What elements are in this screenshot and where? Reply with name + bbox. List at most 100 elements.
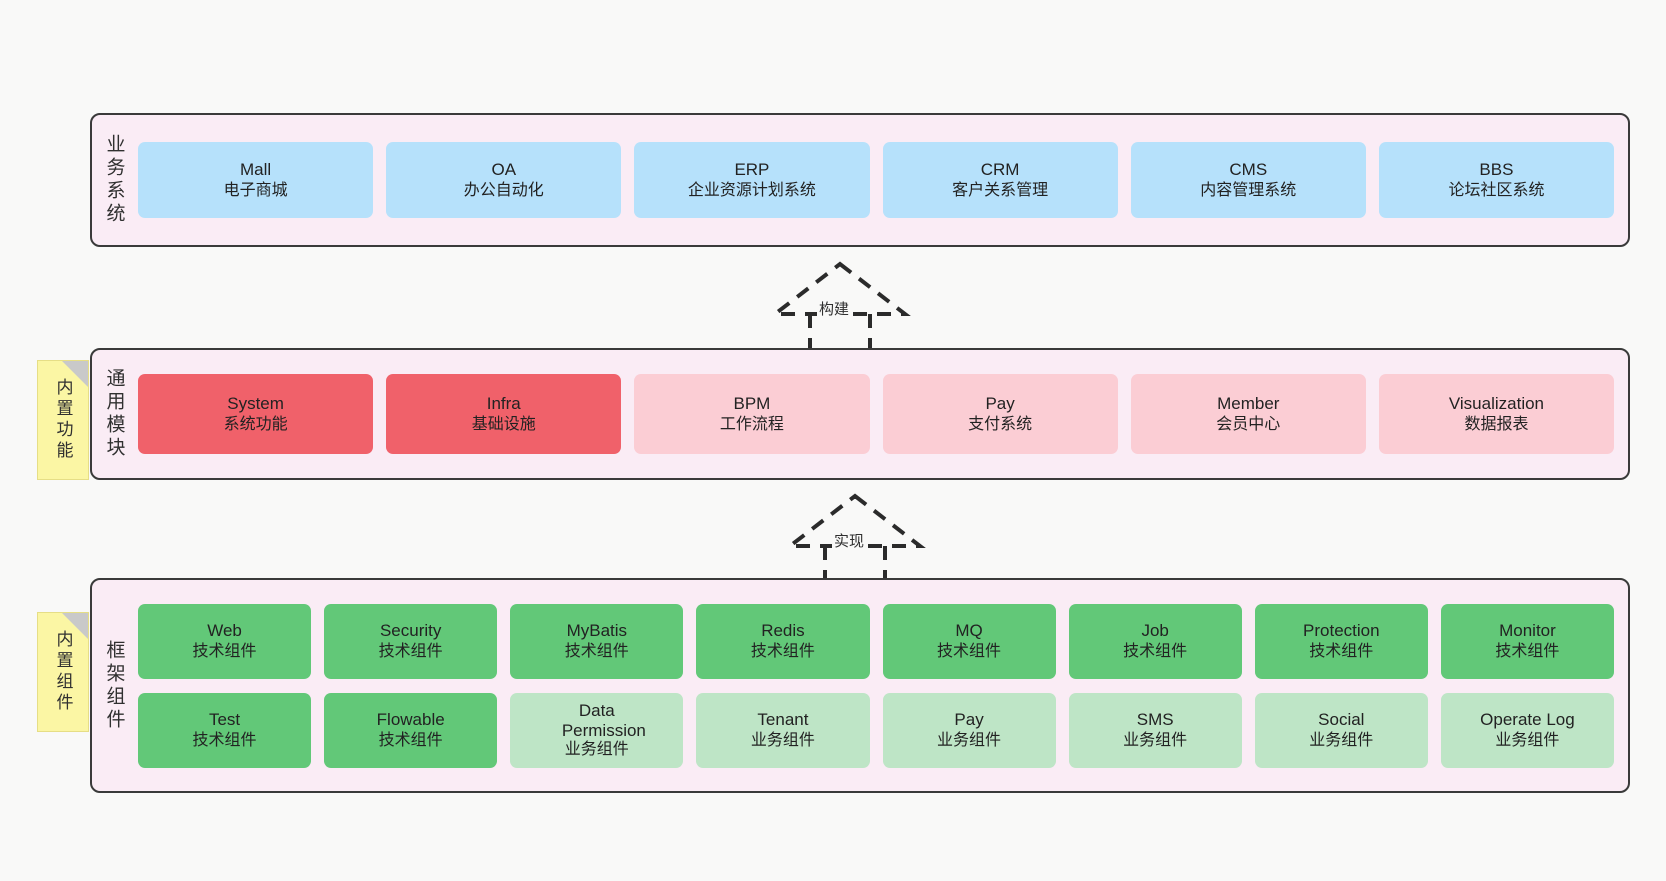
card-redis[interactable]: Redis 技术组件 — [696, 603, 870, 679]
card-title: Social — [1318, 709, 1365, 729]
card-title: Web — [207, 620, 242, 640]
card-mq[interactable]: MQ 技术组件 — [882, 603, 1056, 679]
card-subtitle: 技术组件 — [192, 642, 257, 660]
card-visualization[interactable]: Visualization 数据报表 — [1378, 374, 1615, 454]
layer-body-common-module: System 系统功能 Infra 基础设施 BPM 工作流程 Pay 支付系统 — [136, 350, 1628, 478]
card-infra[interactable]: Infra 基础设施 — [386, 374, 622, 454]
card-pay-module[interactable]: Pay 支付系统 — [882, 374, 1118, 454]
card-subtitle: 系统功能 — [223, 415, 288, 433]
card-data-permission[interactable]: Data Permission 业务组件 — [510, 692, 684, 768]
card-subtitle: 基础设施 — [471, 415, 536, 433]
card-subtitle: 业务组件 — [1495, 731, 1560, 749]
card-subtitle: 支付系统 — [968, 415, 1033, 433]
card-title: Job — [1141, 620, 1169, 640]
card-bpm[interactable]: BPM 工作流程 — [634, 374, 870, 454]
card-title: Security — [379, 620, 442, 640]
card-web[interactable]: Web 技术组件 — [138, 603, 312, 679]
card-oa[interactable]: OA 办公自动化 — [386, 142, 622, 218]
card-monitor[interactable]: Monitor 技术组件 — [1440, 603, 1614, 679]
card-title: MyBatis — [566, 620, 628, 640]
card-subtitle: 业务组件 — [564, 740, 629, 758]
card-protection[interactable]: Protection 技术组件 — [1254, 603, 1428, 679]
card-title: Member — [1217, 393, 1280, 413]
layer-business-system: 业务系统 Mall 电子商城 OA 办公自动化 ERP 企业资源计划系统 — [90, 113, 1630, 247]
layer-title-common-module: 通用模块 — [103, 368, 125, 460]
card-cms[interactable]: CMS 内容管理系统 — [1130, 142, 1366, 218]
card-tenant[interactable]: Tenant 业务组件 — [696, 692, 870, 768]
card-subtitle: 业务组件 — [937, 731, 1002, 749]
card-title: Redis — [761, 620, 805, 640]
card-subtitle: 数据报表 — [1464, 415, 1529, 433]
layer-body-framework-components: Web 技术组件 Security 技术组件 MyBatis 技术组件 Redi… — [136, 580, 1628, 791]
card-title: SMS — [1136, 709, 1174, 729]
connector-implement: 实现 — [770, 490, 940, 590]
card-subtitle: 业务组件 — [1123, 731, 1188, 749]
card-title: CRM — [980, 159, 1020, 179]
sticky-note-label: 内置组件 — [53, 630, 73, 714]
card-subtitle: 论坛社区系统 — [1448, 181, 1545, 199]
folded-corner-icon — [62, 361, 88, 387]
layer-title-business-system: 业务系统 — [103, 134, 125, 226]
card-operate-log[interactable]: Operate Log 业务组件 — [1440, 692, 1614, 768]
card-subtitle: 技术组件 — [937, 642, 1002, 660]
card-subtitle: 内容管理系统 — [1200, 181, 1297, 199]
card-title: Monitor — [1499, 620, 1556, 640]
card-job[interactable]: Job 技术组件 — [1068, 603, 1242, 679]
card-flowable[interactable]: Flowable 技术组件 — [324, 692, 498, 768]
card-title: Test — [208, 709, 241, 729]
card-subtitle: 技术组件 — [192, 731, 257, 749]
card-title: System — [227, 393, 284, 413]
card-subtitle: 客户关系管理 — [952, 181, 1049, 199]
card-title: BBS — [1479, 159, 1514, 179]
card-member[interactable]: Member 会员中心 — [1130, 374, 1366, 454]
card-subtitle: 办公自动化 — [463, 181, 544, 199]
card-security[interactable]: Security 技术组件 — [324, 603, 498, 679]
card-title: Operate Log — [1480, 709, 1575, 729]
card-title: Pay — [954, 709, 984, 729]
card-title: Data Permission — [561, 700, 646, 740]
card-bbs[interactable]: BBS 论坛社区系统 — [1378, 142, 1615, 218]
card-crm[interactable]: CRM 客户关系管理 — [882, 142, 1118, 218]
card-row: Mall 电子商城 OA 办公自动化 ERP 企业资源计划系统 CRM 客户关系… — [138, 142, 1615, 218]
layer-rows-business-system: Mall 电子商城 OA 办公自动化 ERP 企业资源计划系统 CRM 客户关系… — [138, 142, 1615, 218]
connector-implement-label: 实现 — [832, 530, 867, 551]
card-mall[interactable]: Mall 电子商城 — [138, 142, 374, 218]
sticky-note-label: 内置功能 — [53, 378, 73, 462]
layer-body-business-system: Mall 电子商城 OA 办公自动化 ERP 企业资源计划系统 CRM 客户关系… — [136, 115, 1628, 245]
folded-corner-icon — [62, 613, 88, 639]
layer-rows-common-module: System 系统功能 Infra 基础设施 BPM 工作流程 Pay 支付系统 — [138, 374, 1615, 454]
card-subtitle: 技术组件 — [1495, 642, 1560, 660]
card-subtitle: 工作流程 — [719, 415, 784, 433]
card-test[interactable]: Test 技术组件 — [138, 692, 312, 768]
card-subtitle: 业务组件 — [750, 731, 815, 749]
card-subtitle: 技术组件 — [1309, 642, 1374, 660]
card-title: ERP — [734, 159, 770, 179]
card-erp[interactable]: ERP 企业资源计划系统 — [634, 142, 870, 218]
card-title: Tenant — [757, 709, 809, 729]
card-mybatis[interactable]: MyBatis 技术组件 — [510, 603, 684, 679]
card-pay-component[interactable]: Pay 业务组件 — [882, 692, 1056, 768]
card-sms[interactable]: SMS 业务组件 — [1068, 692, 1242, 768]
card-row: System 系统功能 Infra 基础设施 BPM 工作流程 Pay 支付系统 — [138, 374, 1615, 454]
card-title: Visualization — [1448, 393, 1545, 413]
card-title: MQ — [955, 620, 983, 640]
card-subtitle: 会员中心 — [1216, 415, 1281, 433]
card-title: BPM — [733, 393, 771, 413]
card-subtitle: 企业资源计划系统 — [687, 181, 816, 199]
card-title: CMS — [1229, 159, 1268, 179]
layer-framework-components: 框架组件 Web 技术组件 Security 技术组件 MyBatis 技术组 — [90, 578, 1630, 793]
connector-build-label: 构建 — [817, 298, 852, 319]
card-system[interactable]: System 系统功能 — [138, 374, 374, 454]
card-social[interactable]: Social 业务组件 — [1254, 692, 1428, 768]
card-subtitle: 技术组件 — [1123, 642, 1188, 660]
card-title: Mall — [240, 159, 272, 179]
card-subtitle: 技术组件 — [378, 731, 443, 749]
card-title: Protection — [1303, 620, 1380, 640]
sticky-note-builtin-component: 内置组件 — [37, 612, 89, 732]
card-title: Flowable — [376, 709, 445, 729]
card-row: Test 技术组件 Flowable 技术组件 Data Permission … — [138, 692, 1614, 768]
layer-title-framework-components: 框架组件 — [103, 639, 125, 732]
card-subtitle: 技术组件 — [378, 642, 443, 660]
layer-rows-framework-components: Web 技术组件 Security 技术组件 MyBatis 技术组件 Redi… — [138, 603, 1614, 768]
